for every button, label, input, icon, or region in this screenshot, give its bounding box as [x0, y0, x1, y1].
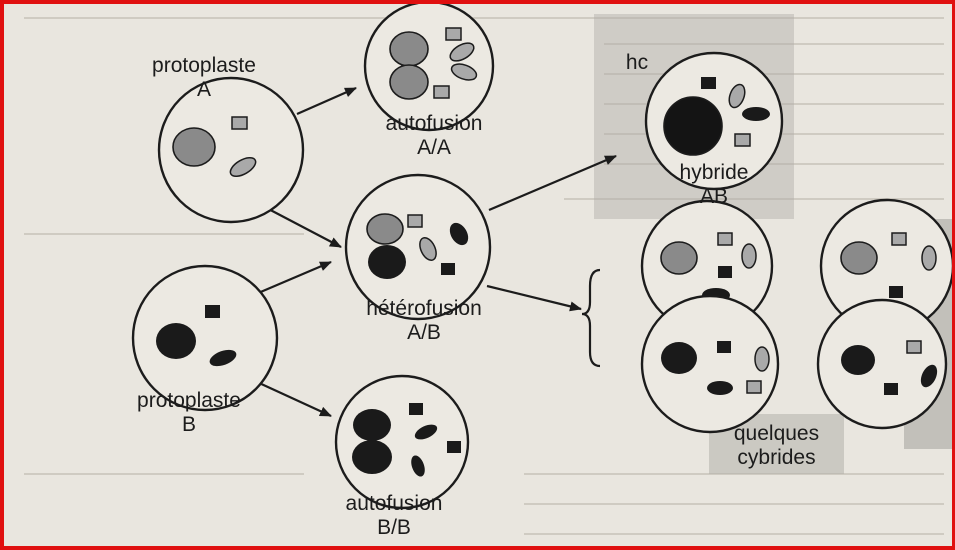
plastid-b	[884, 383, 898, 395]
protoplast-a-label-line2: A	[129, 78, 279, 102]
plastid-a	[735, 134, 750, 146]
arrow-a-to-autofusion-aa	[297, 88, 356, 114]
nucleus-a	[173, 128, 215, 166]
plastid-b	[409, 403, 423, 415]
cybrid-cell-4	[818, 300, 946, 428]
autofusion-aa-label-line1: autofusion	[359, 112, 509, 136]
protoplast-a-label-line1: protoplaste	[129, 54, 279, 78]
autofusion-bb-label-line2: B/B	[319, 516, 469, 540]
mitochondrion-a	[922, 246, 936, 270]
autofusion-aa-label-line2: A/A	[359, 136, 509, 160]
nucleus-b	[353, 409, 391, 441]
cybrid-4-membrane	[818, 300, 946, 428]
protoplast-b-label: protoplaste B	[114, 389, 264, 437]
plastid-a	[907, 341, 921, 353]
heterofusion-ab-label-line2: A/B	[339, 321, 509, 345]
plastid-a	[408, 215, 422, 227]
nucleus-b	[368, 245, 406, 279]
nucleus-a	[367, 214, 403, 244]
hybrid-ab-label: hybride AB	[649, 161, 779, 209]
heterofusion-ab-label-line1: hétérofusion	[339, 297, 509, 321]
plastid-a	[718, 233, 732, 245]
protoplast-b-label-line2: B	[114, 413, 264, 437]
plastid-a	[446, 28, 461, 40]
cybrids-brace	[582, 270, 600, 366]
plastid-b	[717, 341, 731, 353]
nucleus-b	[841, 345, 875, 375]
plastid-a	[232, 117, 247, 129]
plastid-a	[892, 233, 906, 245]
nucleus-a	[841, 242, 877, 274]
mitochondrion-b	[742, 107, 770, 121]
protoplast-b-label-line1: protoplaste	[114, 389, 264, 413]
plastid-a	[747, 381, 761, 393]
plastid-b	[889, 286, 903, 298]
mitochondrion-b	[707, 381, 733, 395]
nucleus-a	[390, 65, 428, 99]
hybrid-nucleus	[664, 97, 722, 155]
autofusion-bb-label: autofusion B/B	[319, 492, 469, 540]
cybrids-label-line1: quelques	[709, 422, 844, 446]
hc-label: hc	[612, 51, 662, 75]
mitochondrion-a	[755, 347, 769, 371]
heterofusion-ab-label: hétérofusion A/B	[339, 297, 509, 345]
cybrids-label: quelques cybrides	[709, 422, 844, 470]
autofusion-bb-label-line1: autofusion	[319, 492, 469, 516]
protoplast-a-label: protoplaste A	[129, 54, 279, 102]
autofusion-aa-label: autofusion A/A	[359, 112, 509, 160]
plastid-a	[434, 86, 449, 98]
nucleus-b	[156, 323, 196, 359]
nucleus-a	[661, 242, 697, 274]
autofusion-bb-cell	[336, 376, 468, 508]
hybrid-ab-label-line2: AB	[649, 185, 779, 209]
plastid-b	[447, 441, 461, 453]
plastid-b	[701, 77, 716, 89]
plastid-b	[718, 266, 732, 278]
nucleus-b	[352, 440, 392, 474]
arrow-heterofusion-to-hybrid	[489, 156, 616, 210]
nucleus-b	[661, 342, 697, 374]
cybrids-label-line2: cybrides	[709, 446, 844, 470]
nucleus-a	[390, 32, 428, 66]
plastid-b	[441, 263, 455, 275]
hybrid-ab-label-line1: hybride	[649, 161, 779, 185]
mitochondrion-a	[742, 244, 756, 268]
cybrid-cell-3	[642, 296, 778, 432]
arrow-b-to-autofusion-bb	[257, 382, 331, 416]
plastid-b	[205, 305, 220, 318]
